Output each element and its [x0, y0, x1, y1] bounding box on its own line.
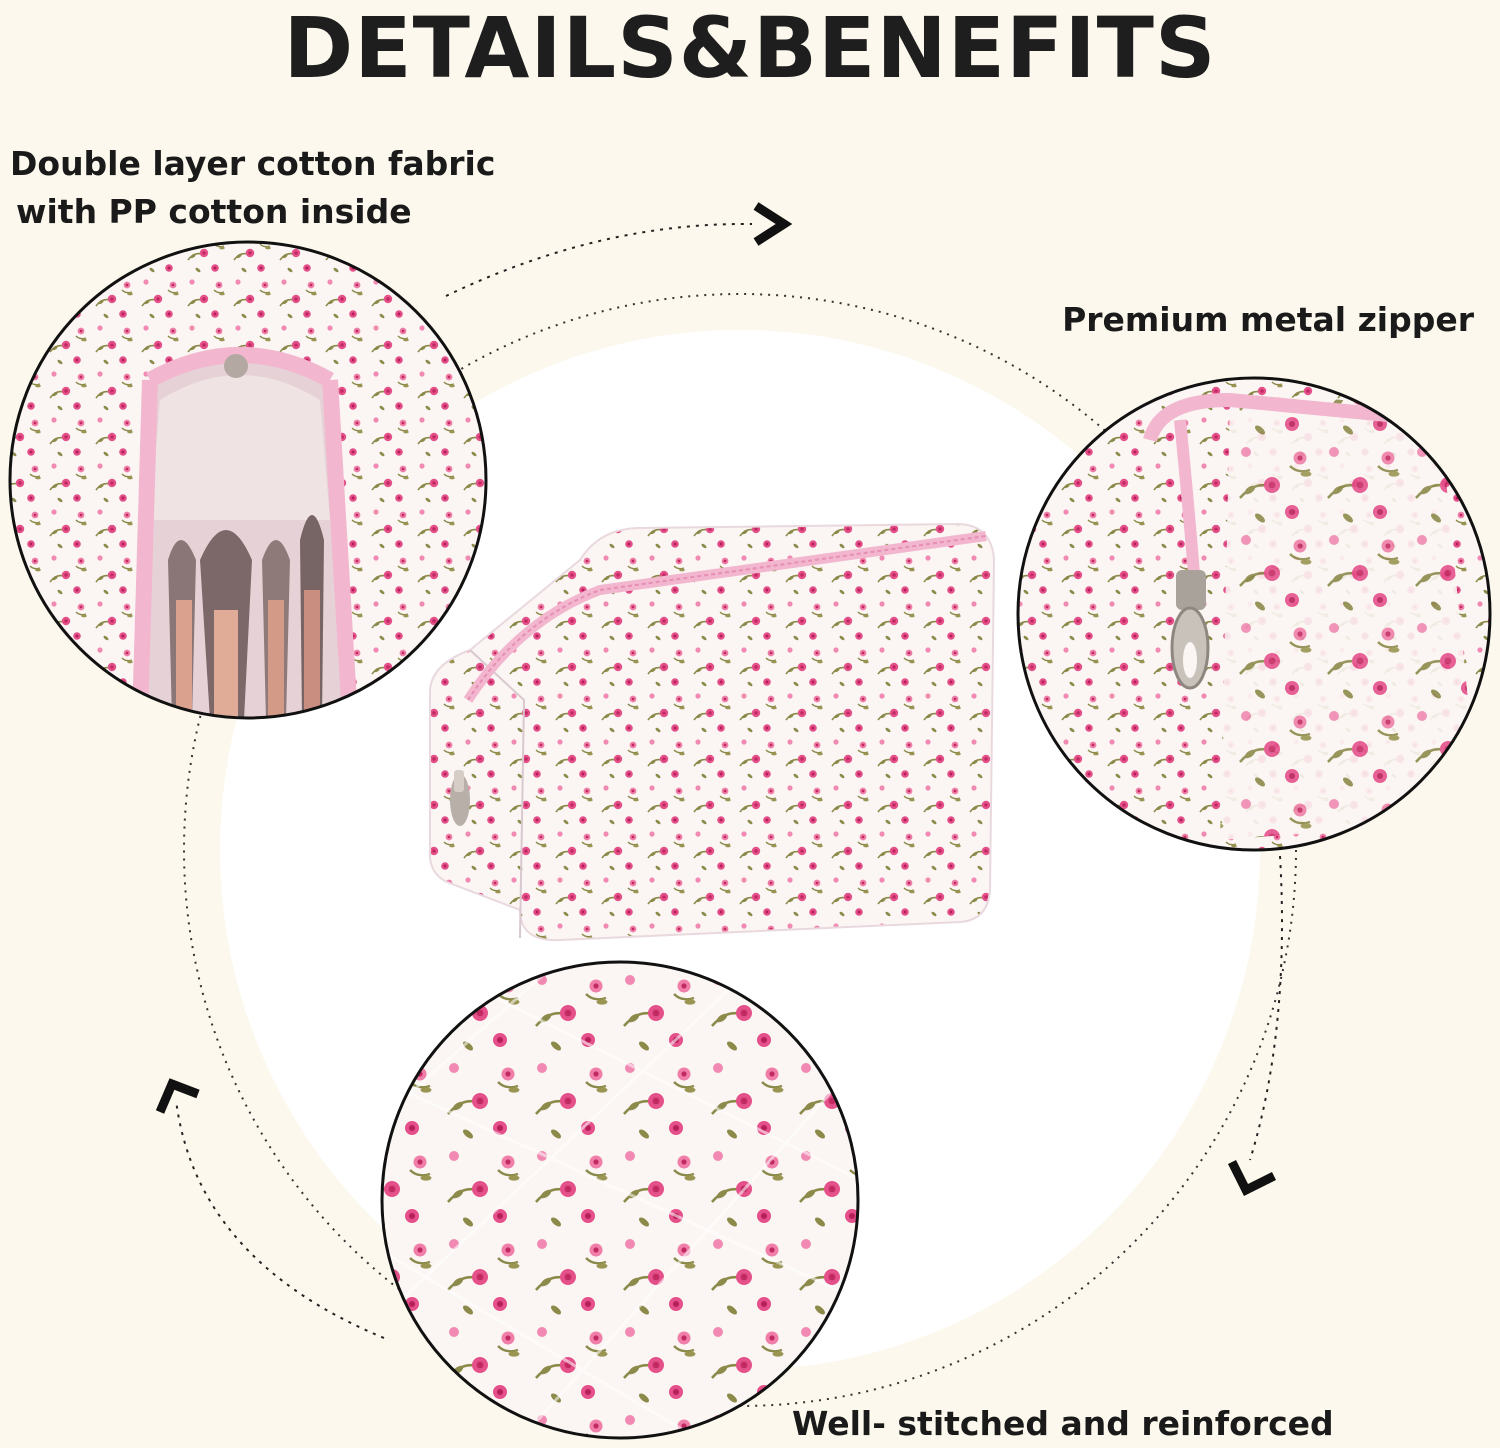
detail-circle-stitching-image: [382, 962, 858, 1438]
arrow-chevron-icon: [753, 202, 793, 246]
arrow-path-top: [445, 222, 753, 297]
arrow-chevron-icon: [155, 1078, 200, 1114]
product-pouch-image: [428, 522, 996, 942]
detail-circle-stitching: [380, 960, 860, 1440]
arrow-chevron-icon: [1227, 1159, 1277, 1197]
callout-fabric-line1: Double layer cotton fabric: [10, 144, 496, 183]
detail-circle-interior: [8, 240, 488, 720]
detail-circle-zipper-image: [1018, 378, 1490, 850]
callout-stitching: Well- stitched and reinforced: [792, 1404, 1334, 1443]
detail-circle-zipper: [1016, 376, 1492, 852]
page-title: DETAILS&BENEFITS: [283, 0, 1217, 97]
detail-circle-interior-image: [10, 242, 486, 718]
callout-fabric-line2: with PP cotton inside: [16, 192, 412, 231]
callout-zipper: Premium metal zipper: [1062, 300, 1474, 339]
arrow-path-right: [1249, 855, 1283, 1161]
